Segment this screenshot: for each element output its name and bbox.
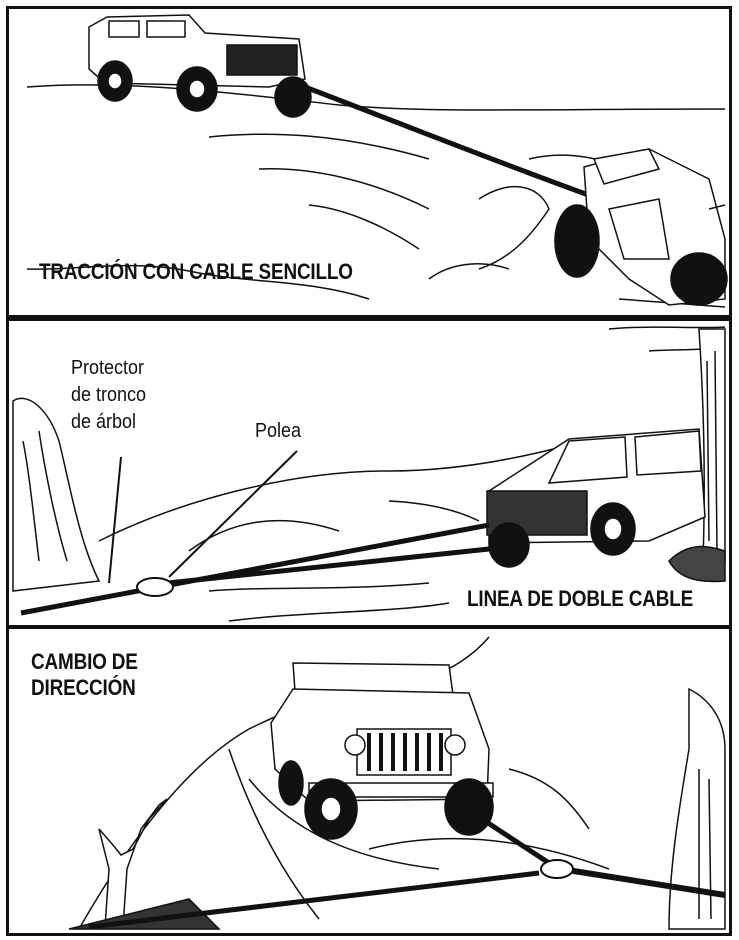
suv-vehicle [88, 14, 312, 118]
suv-vehicle [486, 428, 706, 568]
stuck-vehicle [554, 148, 728, 306]
cable-upper [20, 522, 490, 616]
tree-stump [68, 798, 221, 930]
protector-label-line-3: de árbol [71, 411, 137, 433]
cable-lower [148, 546, 490, 588]
pulley-block [540, 859, 574, 879]
double-line-caption: LINEA DE DOBLE CABLE [467, 586, 694, 611]
winch-cable [304, 84, 595, 200]
change-direction-illustration [68, 636, 726, 930]
pulley-block [136, 577, 174, 597]
protector-pointer [108, 456, 122, 584]
tree [668, 328, 726, 583]
cable-to-stump [88, 870, 540, 930]
change-direction-caption: CAMBIO DE DIRECCIÓN [31, 649, 138, 702]
protector-label-line-1: Protector [71, 357, 145, 379]
single-line-pull-panel: TRACCIÓN CON CABLE SENCILLO [6, 6, 732, 318]
double-line-panel: Protector de tronco de árbol Polea LINEA… [6, 318, 732, 628]
change-direction-caption-line-1: CAMBIO DE [31, 649, 138, 674]
tree-trunk-protector-label: Protector de tronco de árbol [71, 355, 146, 436]
single-line-pull-illustration [26, 14, 728, 308]
change-direction-panel: CAMBIO DE DIRECCIÓN [6, 626, 732, 936]
pulley-pointer [168, 450, 298, 578]
double-line-illustration [12, 326, 726, 622]
single-line-pull-caption: TRACCIÓN CON CABLE SENCILLO [39, 259, 353, 284]
jeep-vehicle [270, 662, 494, 840]
change-direction-caption-line-2: DIRECCIÓN [31, 675, 136, 701]
pulley-label: Polea [255, 420, 302, 442]
cable-from-jeep [483, 818, 551, 866]
cable-to-anchor [560, 866, 726, 898]
protector-label-line-2: de tronco [71, 384, 147, 406]
